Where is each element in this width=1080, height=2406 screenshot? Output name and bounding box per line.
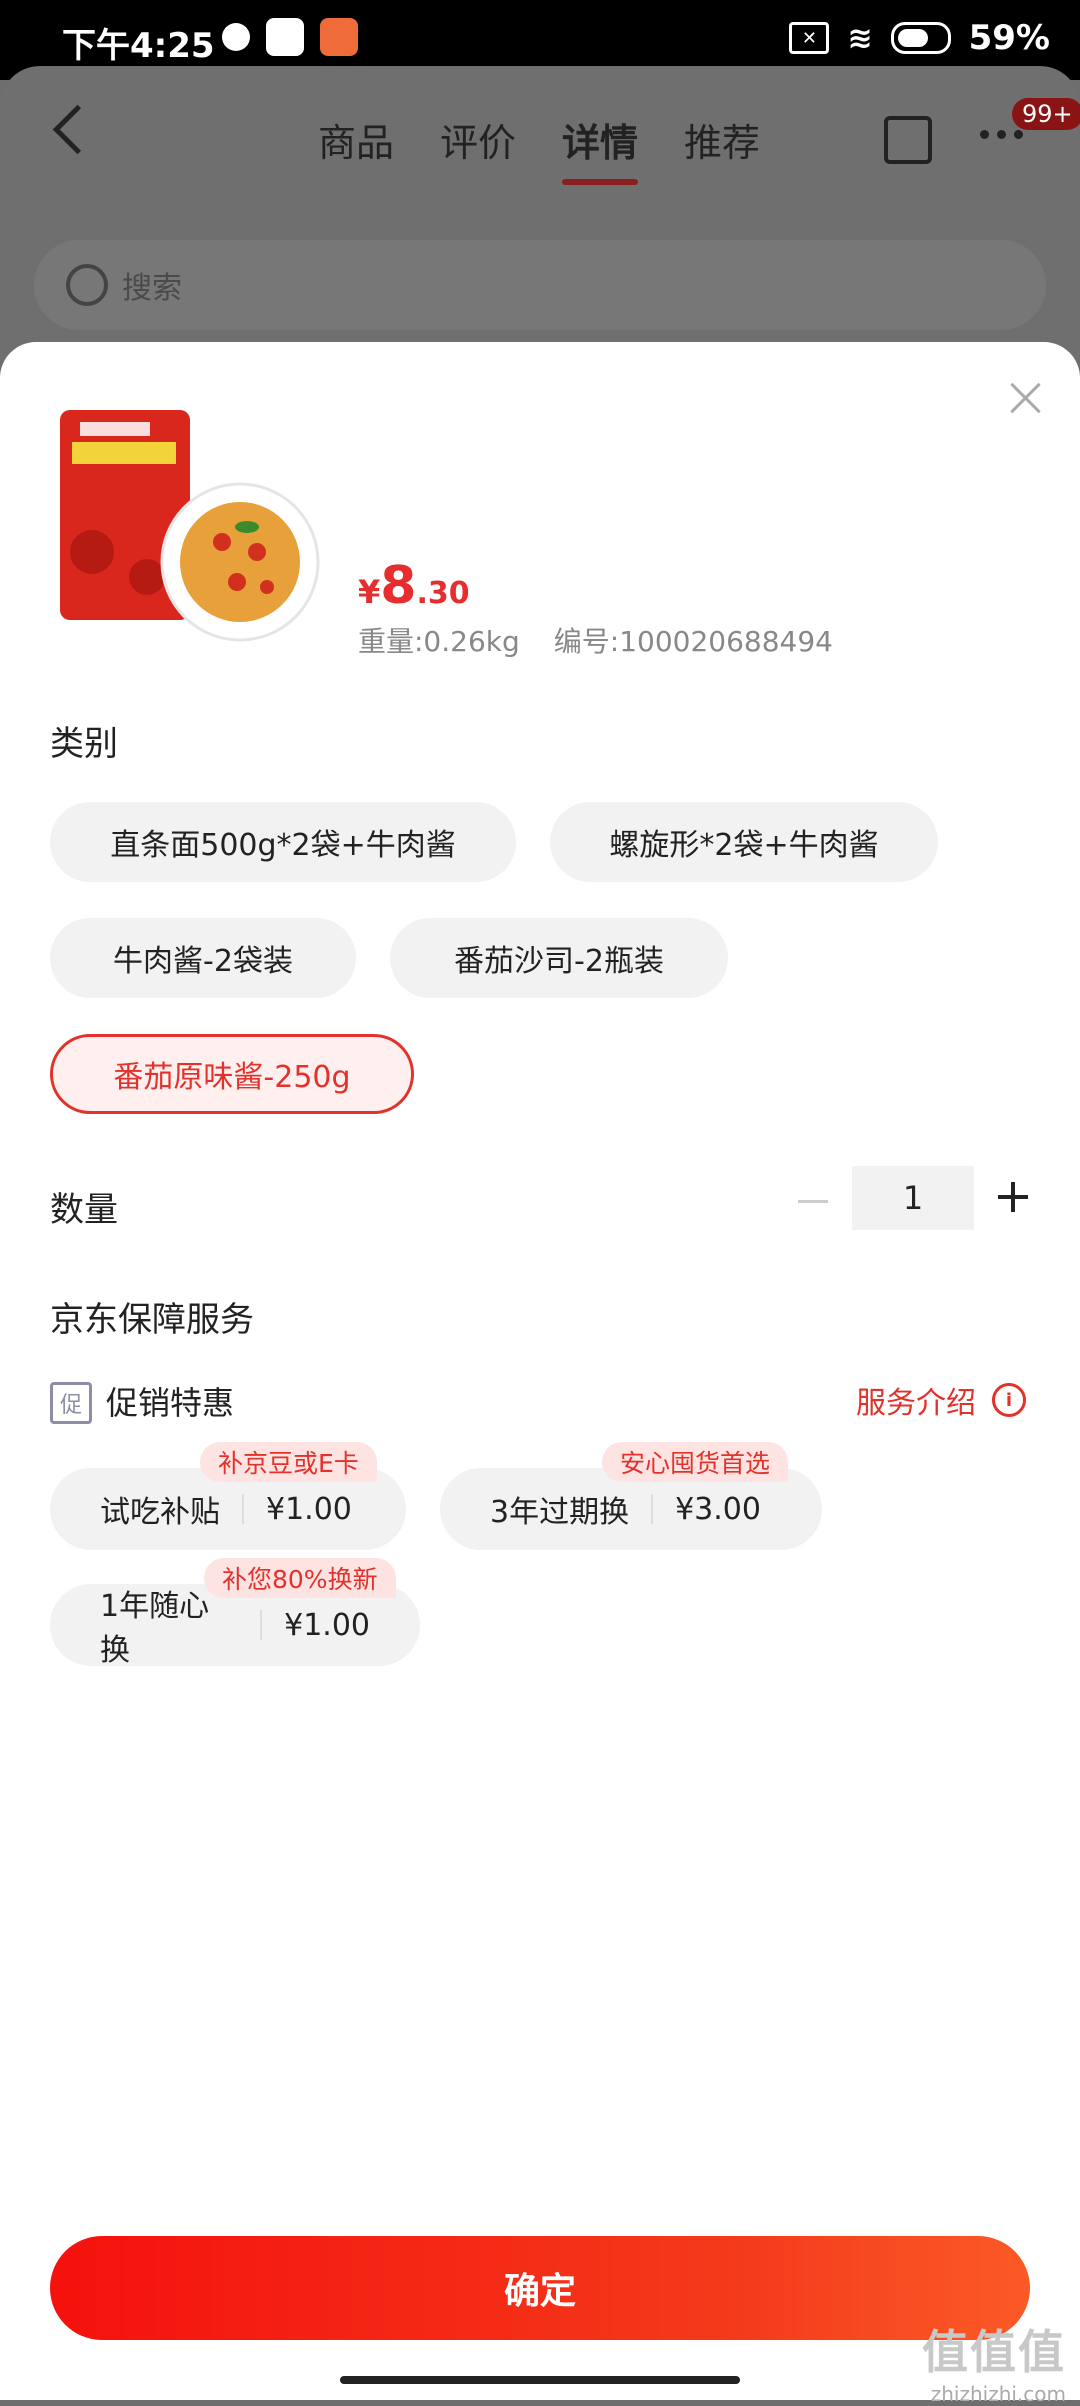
more-icon[interactable] — [980, 130, 1023, 139]
category-option-3[interactable]: 牛肉酱-2袋装 — [50, 918, 356, 998]
product-sku: 编号:100020688494 — [553, 625, 833, 658]
category-title: 类别 — [50, 724, 118, 764]
promo-icon: 促 — [50, 1382, 92, 1424]
search-placeholder: 搜索 — [122, 271, 182, 306]
category-option-2[interactable]: 螺旋形*2袋+牛肉酱 — [550, 802, 938, 882]
sim-off-icon: ✕ — [789, 22, 830, 54]
service-item-name: 1年随心换 — [100, 1589, 210, 1668]
watermark: 值值值 zhizhizhi.com — [922, 2316, 1066, 2406]
app-notification-icon — [320, 18, 358, 56]
service-title: 京东保障服务 — [50, 1300, 254, 1340]
confirm-button[interactable]: 确定 — [50, 2236, 1030, 2340]
category-option-selected[interactable]: 番茄原味酱-250g — [50, 1034, 414, 1114]
price-currency: ¥ — [358, 573, 381, 611]
home-indicator[interactable] — [340, 2376, 740, 2384]
quantity-increment-button[interactable] — [998, 1182, 1028, 1212]
divider — [651, 1494, 654, 1524]
tab-details[interactable]: 详情 — [562, 112, 639, 185]
service-item-price: ¥3.00 — [675, 1491, 761, 1527]
message-badge: 99+ — [1012, 98, 1080, 130]
notification-icons — [222, 18, 358, 56]
quantity-input[interactable]: 1 — [852, 1166, 974, 1230]
price: ¥8.30 — [358, 556, 470, 616]
product-meta: 重量:0.26kg 编号:100020688494 — [358, 620, 833, 660]
close-icon[interactable] — [1006, 378, 1046, 418]
divider — [242, 1494, 244, 1524]
service-intro-label: 服务介绍 — [856, 1386, 976, 1421]
quantity-decrement-button[interactable] — [798, 1200, 828, 1203]
share-icon[interactable] — [884, 116, 932, 164]
search-icon — [66, 264, 108, 306]
watermark-domain: zhizhizhi.com — [930, 2382, 1066, 2406]
shopping-bag-icon — [266, 18, 304, 56]
wifi-icon: ≋ — [847, 20, 873, 56]
quantity-label: 数量 — [50, 1190, 118, 1230]
status-time: 下午4:25 — [62, 26, 215, 66]
service-item-name: 试吃补贴 — [100, 1495, 220, 1530]
service-intro-link[interactable]: 服务介绍 i — [856, 1378, 1026, 1422]
product-weight: 重量:0.26kg — [358, 625, 520, 658]
battery-percent: 59% — [968, 18, 1050, 58]
notification-app-icon — [222, 23, 250, 51]
search-input[interactable]: 搜索 — [34, 240, 1046, 330]
divider — [260, 1610, 263, 1640]
watermark-logo: 值值值 — [922, 2325, 1066, 2379]
tab-recommend[interactable]: 推荐 — [684, 121, 761, 165]
service-item-tag: 安心囤货首选 — [602, 1442, 789, 1482]
status-right: ✕ ≋ 59% — [789, 18, 1050, 58]
sku-selection-sheet: ¥8.30 重量:0.26kg 编号:100020688494 类别 直条面50… — [0, 342, 1080, 2400]
battery-icon — [890, 22, 951, 54]
service-item-tag: 补您80%换新 — [204, 1558, 396, 1598]
info-icon: i — [992, 1383, 1026, 1417]
price-integer: 8 — [380, 556, 417, 616]
service-item-tag: 补京豆或E卡 — [200, 1442, 377, 1482]
header-tabs: 商品 评价 详情 推荐 — [318, 112, 761, 185]
promo-label: 促销特惠 — [106, 1384, 235, 1422]
service-item-price: ¥1.00 — [266, 1491, 352, 1527]
product-image — [60, 410, 320, 642]
tab-product[interactable]: 商品 — [318, 121, 395, 165]
category-option-4[interactable]: 番茄沙司-2瓶装 — [390, 918, 728, 998]
service-item-price: ¥1.00 — [284, 1607, 370, 1643]
service-item-name: 3年过期换 — [490, 1495, 630, 1530]
category-option-1[interactable]: 直条面500g*2袋+牛肉酱 — [50, 802, 516, 882]
price-decimal: .30 — [416, 576, 470, 611]
tab-reviews[interactable]: 评价 — [440, 121, 517, 165]
